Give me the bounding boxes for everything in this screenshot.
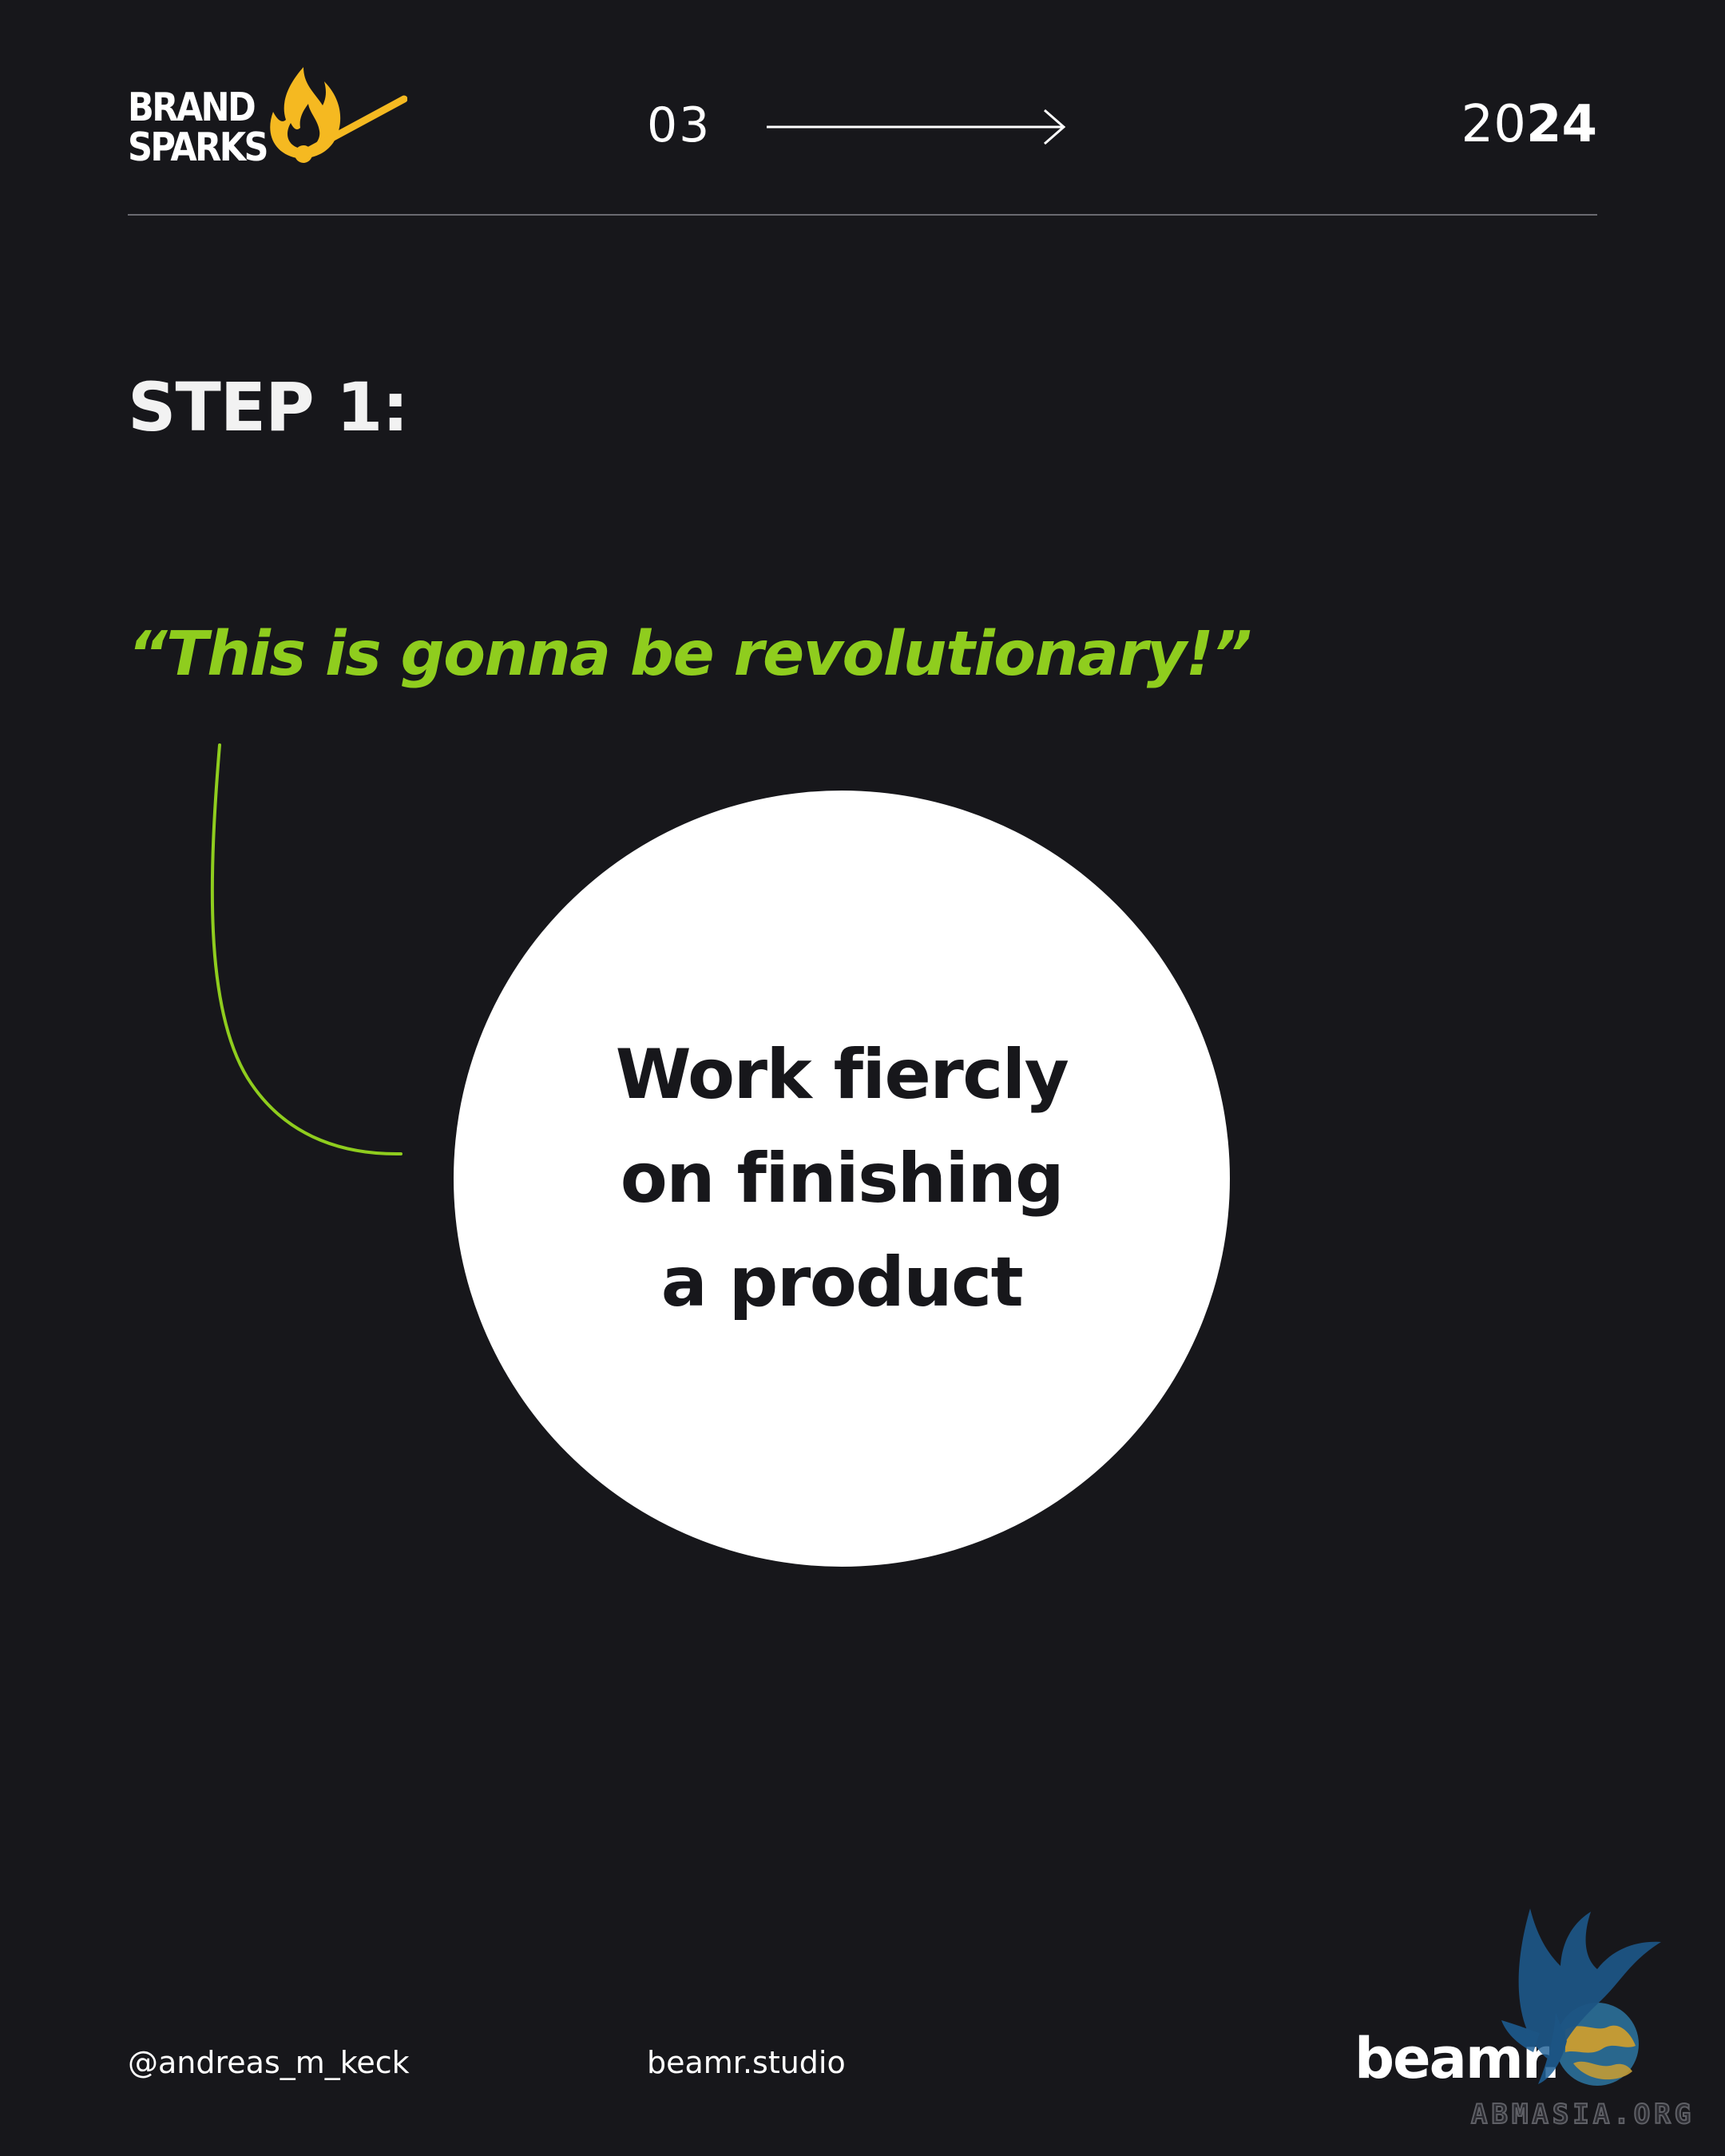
brand-sparks-logo: BRAND SPARKS	[128, 64, 407, 176]
brand-wordmark: BRAND SPARKS	[128, 85, 269, 170]
brand-line-2: SPARKS	[128, 125, 269, 170]
page-number: 03	[647, 97, 712, 153]
brand-line-1: BRAND	[128, 85, 256, 130]
author-handle: @andreas_m_keck	[128, 2045, 410, 2080]
circle-text: Work fiercly on finishing a product	[616, 1023, 1069, 1334]
circle-line-3: a product	[660, 1242, 1024, 1322]
circle-line-2: on finishing	[620, 1139, 1065, 1219]
watermark-text: ABMASIA.ORG	[1470, 2098, 1695, 2131]
arrow-right-icon	[767, 109, 1066, 145]
quote-text: “This is gonna be revolutionary!”	[128, 619, 1252, 690]
highlight-circle: Work fiercly on finishing a product	[454, 791, 1230, 1567]
header-divider	[128, 214, 1597, 216]
flame-match-icon	[270, 67, 407, 163]
phoenix-globe-icon	[1501, 1908, 1661, 2086]
year-light-part: 20	[1461, 95, 1526, 154]
circle-line-1: Work fiercly	[615, 1035, 1069, 1115]
step-heading: STEP 1:	[128, 368, 409, 446]
year-label: 2024	[1461, 96, 1598, 153]
year-bold-part: 24	[1525, 95, 1597, 154]
connector-curve	[210, 743, 402, 1156]
website-link[interactable]: beamr.studio	[647, 2045, 846, 2080]
